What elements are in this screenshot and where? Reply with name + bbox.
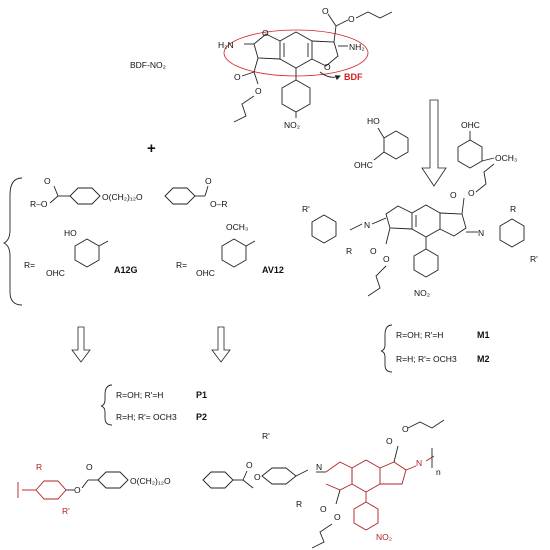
svg-text:HO: HO (64, 228, 77, 238)
bdf-no2-structure: BDF-NO₂ O O H₂N NH₂ O O O O N (130, 6, 393, 130)
svg-text:O: O (205, 176, 212, 186)
svg-text:O: O (234, 72, 241, 82)
svg-text:N: N (364, 220, 370, 230)
svg-text:R=: R= (176, 260, 187, 270)
bis-ester-structure: R–O O O(CH₂)₁₂O O O–R (2, 176, 227, 306)
svg-text:N: N (316, 462, 322, 472)
svg-text:R': R' (302, 204, 310, 214)
av12-label: AV12 (262, 265, 284, 275)
svg-text:N: N (416, 458, 422, 468)
svg-text:O: O (348, 14, 355, 24)
bdf-central-ring (279, 31, 313, 69)
svg-text:O: O (334, 512, 341, 522)
svg-text:N: N (478, 228, 484, 238)
svg-text:R: R (296, 499, 302, 509)
monomer-structure: N R' R N R R' O O O O NO₂ (302, 163, 538, 298)
svg-text:O: O (246, 460, 253, 470)
svg-text:O(CH₂)₁₂O: O(CH₂)₁₂O (130, 476, 171, 486)
spacer-label: O(CH₂)₁₂O (102, 192, 143, 202)
svg-text:R–O: R–O (30, 199, 48, 209)
polymer-conditions: R=OH; R'=H P1 R=H; R'= OCH3 P2 (100, 384, 207, 426)
svg-text:R=: R= (24, 260, 35, 270)
plus-sign: + (147, 140, 156, 157)
svg-text:n: n (436, 467, 441, 477)
svg-text:O: O (370, 246, 377, 256)
arrows-to-polymer (71, 326, 231, 363)
svg-text:O: O (86, 462, 93, 472)
svg-text:O: O (322, 6, 329, 16)
p2-label: P2 (196, 412, 207, 422)
svg-text:O: O (255, 86, 262, 96)
svg-text:R': R' (62, 506, 70, 516)
svg-text:OHC: OHC (461, 120, 480, 130)
svg-text:O: O (386, 436, 393, 446)
svg-text:O: O (74, 485, 81, 495)
svg-text:R: R (346, 246, 352, 256)
svg-text:O: O (324, 62, 331, 72)
svg-text:OCH₃: OCH₃ (226, 222, 248, 232)
svg-text:O: O (402, 424, 409, 434)
monomer-conditions: R=OH; R'=H M1 R=H; R'= OCH3 M2 (380, 324, 490, 373)
m2-label: M2 (477, 354, 490, 364)
polymer-structure: R R' O O O(CH₂)₁₂O O O R' R N N n O O O (17, 419, 445, 549)
svg-text:NO₂: NO₂ (414, 288, 430, 298)
svg-text:OHC: OHC (196, 268, 215, 278)
svg-text:NO₂: NO₂ (376, 532, 392, 542)
bdf-label: BDF (344, 72, 363, 82)
bdf-no2-label: BDF-NO₂ (130, 60, 166, 70)
svg-text:R=OH; R'=H: R=OH; R'=H (116, 390, 163, 400)
svg-text:HO: HO (367, 116, 380, 126)
svg-text:R': R' (262, 431, 270, 441)
svg-text:R': R' (530, 254, 538, 264)
p1-label: P1 (196, 390, 207, 400)
svg-text:O: O (383, 254, 390, 264)
svg-text:O–R: O–R (210, 199, 227, 209)
svg-text:O: O (468, 188, 475, 198)
arrow-to-monomer (421, 99, 447, 187)
av12-rgroup: R= OCH₃ OHC AV12 (176, 222, 284, 278)
svg-text:O: O (254, 472, 261, 482)
svg-text:R=H; R'= OCH3: R=H; R'= OCH3 (116, 412, 177, 422)
h2n-left-label: H₂N (218, 40, 234, 50)
m1-label: M1 (477, 330, 490, 340)
svg-text:O: O (44, 176, 51, 186)
no2-top-label: NO₂ (284, 120, 300, 130)
svg-text:O: O (262, 28, 269, 38)
svg-text:OCH₃: OCH₃ (495, 153, 517, 163)
svg-text:R=H; R'= OCH3: R=H; R'= OCH3 (396, 354, 457, 364)
nh2-right-label: NH₂ (349, 42, 365, 52)
salicylaldehyde-structure: HO OHC (354, 116, 409, 170)
a12g-label: A12G (114, 265, 138, 275)
a12g-rgroup: R= HO OHC A12G (24, 228, 138, 278)
svg-text:R=OH; R'=H: R=OH; R'=H (396, 330, 443, 340)
svg-text:OHC: OHC (46, 268, 65, 278)
svg-text:R: R (36, 462, 42, 472)
svg-text:O: O (450, 190, 457, 200)
svg-text:OHC: OHC (354, 160, 373, 170)
svg-text:O: O (320, 504, 327, 514)
svg-text:R: R (510, 204, 516, 214)
m-anisaldehyde-structure: OHC OCH₃ (457, 120, 517, 169)
